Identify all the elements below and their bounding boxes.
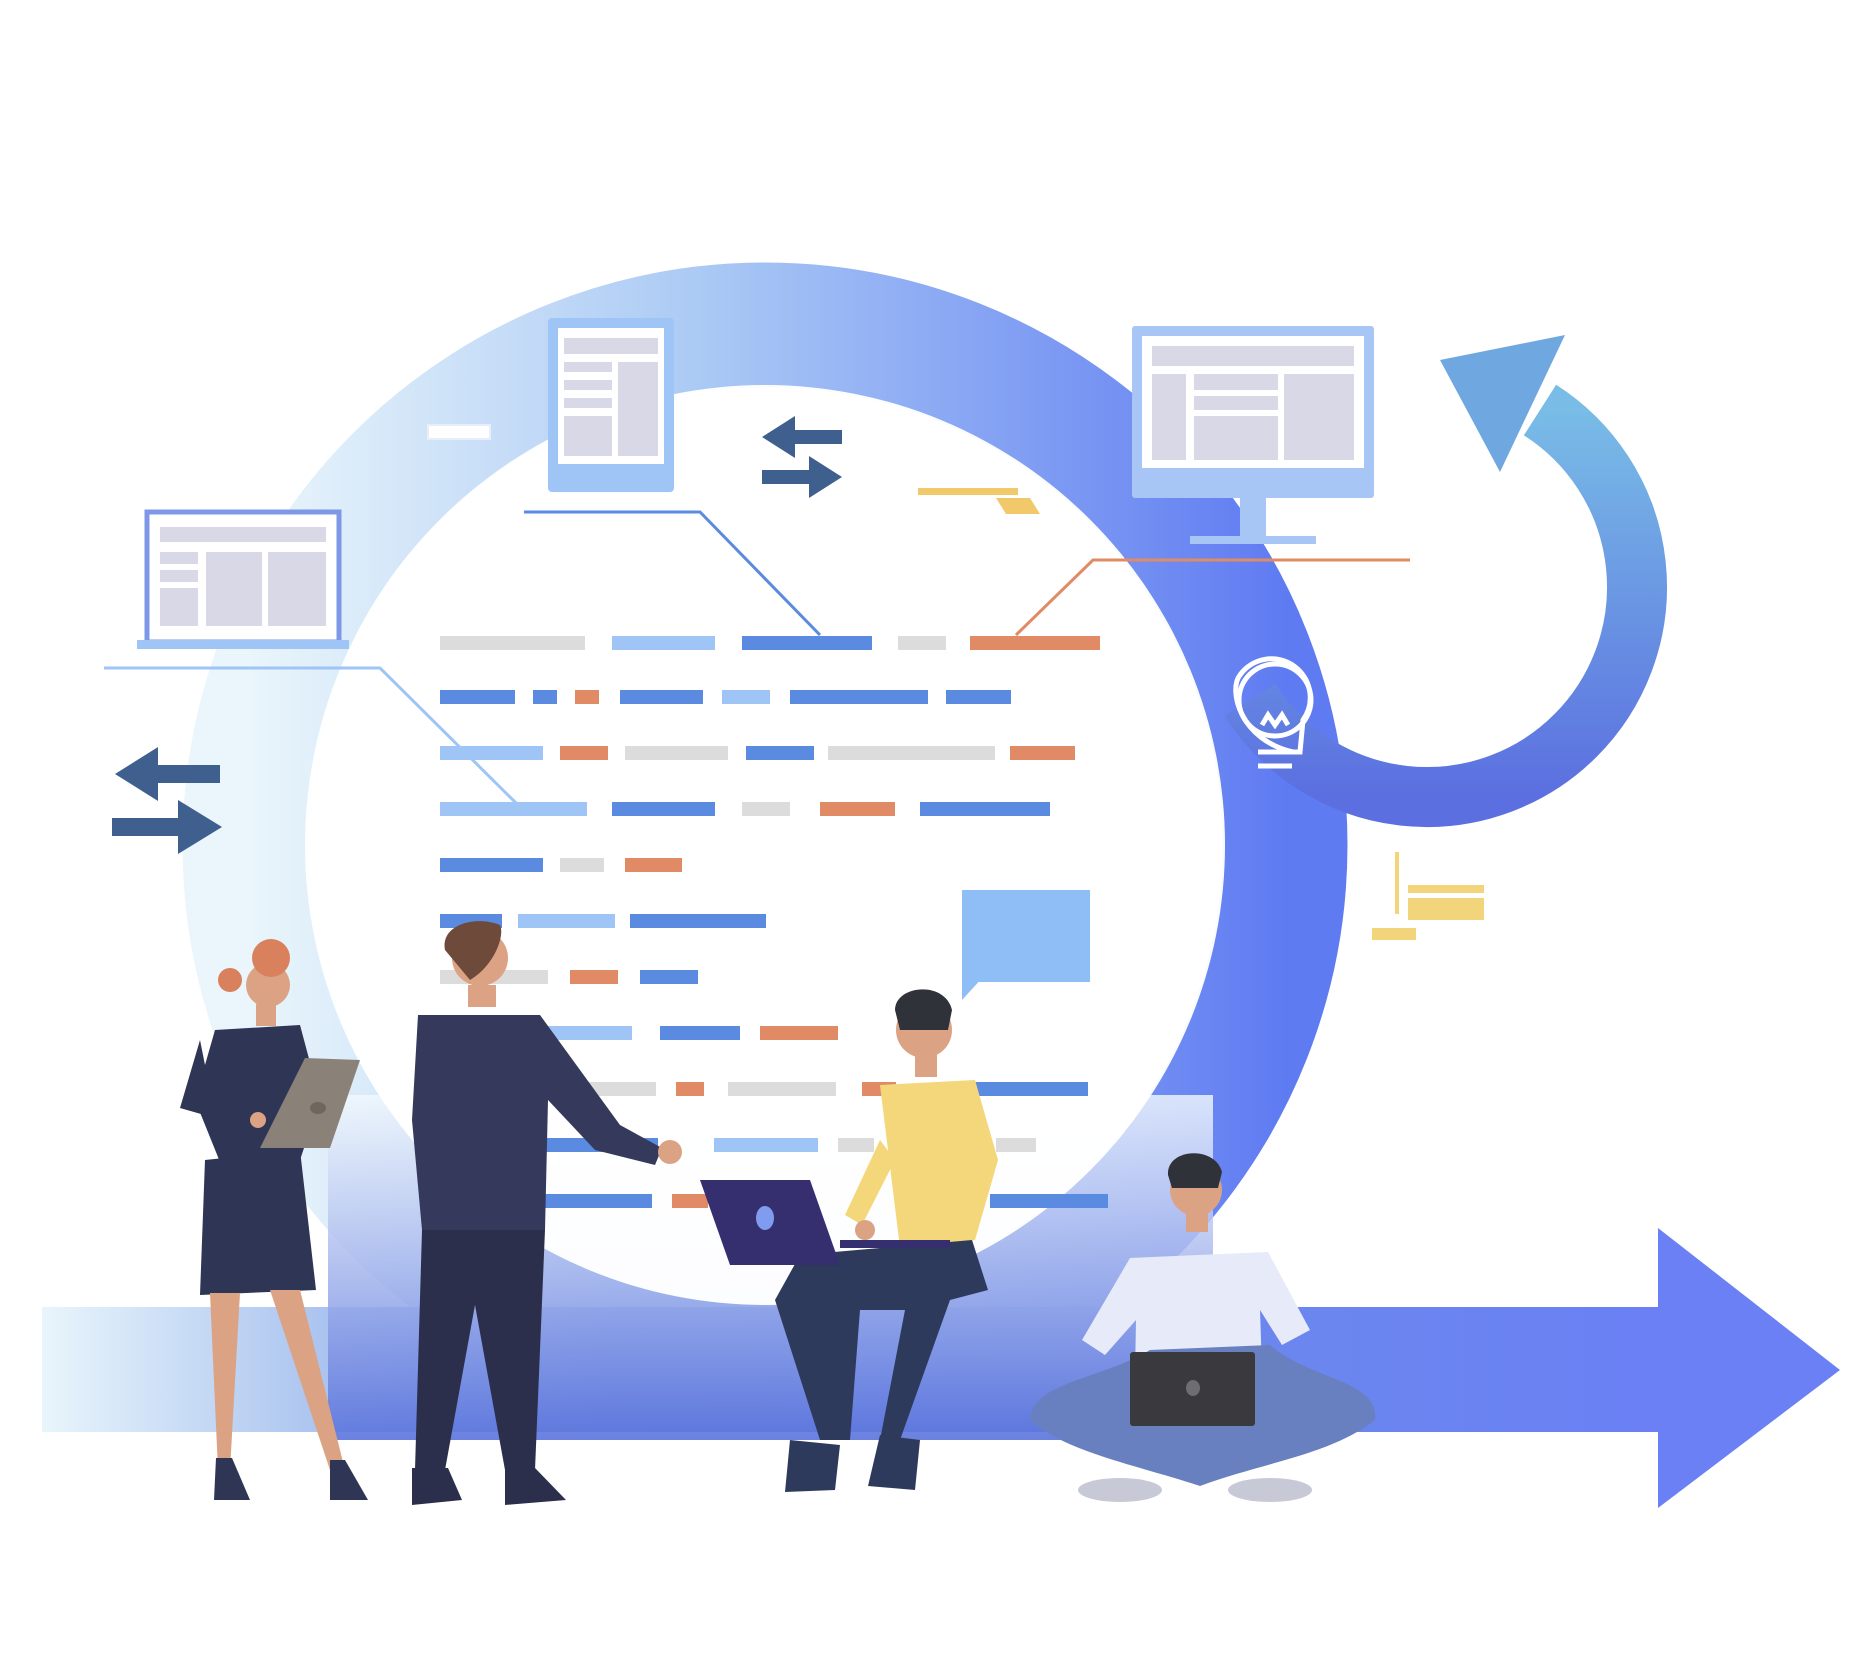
backlog-bars (440, 636, 1108, 1208)
woman-with-tablet (180, 939, 368, 1500)
man-in-suit (412, 921, 682, 1505)
monitor-icon (1132, 326, 1374, 544)
man-sitting-with-laptop (700, 989, 998, 1492)
tablet-icon (548, 318, 674, 492)
decor-dashes (427, 424, 1484, 940)
loop-arrow (1224, 335, 1667, 827)
connector-lines (104, 510, 1410, 805)
swap-arrows-small-icon (762, 416, 842, 498)
man-cross-legged-with-laptop (1030, 1153, 1376, 1502)
swap-arrows-icon (112, 747, 222, 854)
laptop-icon (137, 509, 349, 649)
lightbulb-icon (1233, 656, 1314, 769)
speech-bubble (962, 890, 1090, 1000)
